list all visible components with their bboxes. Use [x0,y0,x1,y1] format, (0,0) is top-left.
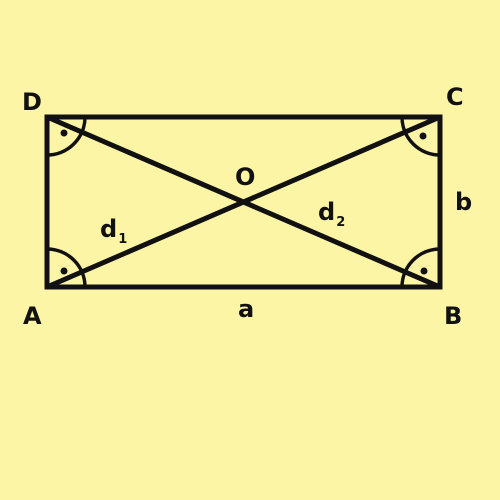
vertex-label-b: B [444,302,462,330]
diagonal-label-d1: d1 [100,215,127,247]
center-label-o: O [235,163,255,191]
right-angle-mark-b [400,247,441,288]
diagonal-label-d2: d2 [318,198,345,230]
vertex-label-c: C [446,83,464,111]
vertex-label-d: D [22,88,42,116]
side-label-a: a [238,295,254,323]
right-angle-mark-a [46,247,87,288]
side-label-b: b [455,188,472,216]
right-angle-mark-c [400,116,441,157]
rectangle-outline [44,114,443,290]
vertex-label-a: A [23,302,42,330]
diagonal-d2 [46,114,441,290]
right-angle-mark-d [46,116,87,157]
